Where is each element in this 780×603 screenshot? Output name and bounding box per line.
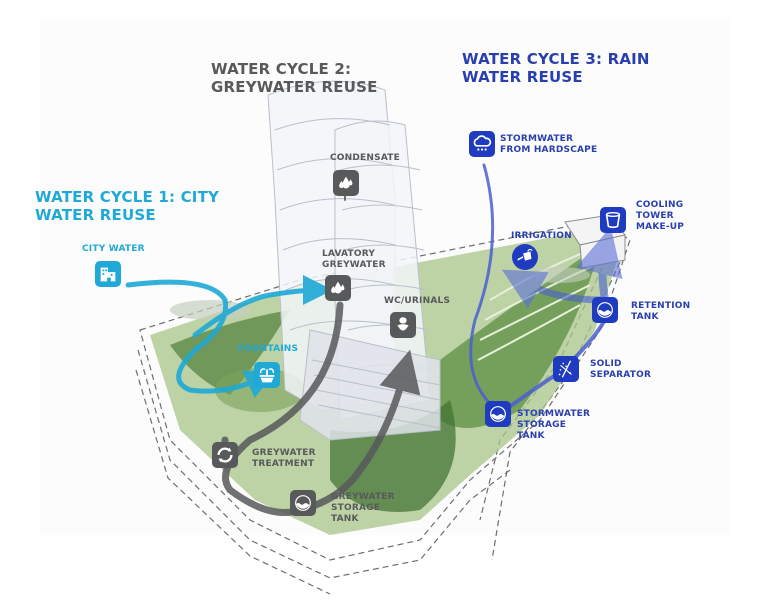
cycle2-title-line2: GREYWATER REUSE — [211, 78, 378, 96]
rain-cloud-icon — [473, 135, 492, 151]
tank-icon — [597, 302, 613, 318]
cooling-tower-label-line1: COOLING — [636, 200, 684, 210]
stormwater-storage-tank-label: STORMWATER STORAGE TANK — [517, 409, 590, 442]
stormwater-storage-tank-node — [485, 401, 511, 427]
stormwater-hardscape-node — [469, 131, 495, 157]
tank-icon — [295, 495, 311, 511]
cooling-tower-label-line2: TOWER — [636, 211, 674, 221]
greywater-treatment-node — [212, 442, 238, 468]
stormwater-hardscape-label-line1: STORMWATER — [500, 134, 574, 144]
stormwater-hardscape-label: STORMWATER FROM HARDSCAPE — [500, 134, 597, 156]
solid-separator-label-line1: SOLID — [590, 359, 622, 369]
solid-separator-node — [553, 356, 579, 382]
watering-can-icon — [517, 248, 533, 261]
stormwater-storage-tank-label-line2: STORAGE — [517, 420, 567, 430]
solid-separator-label-line2: SEPARATOR — [590, 370, 652, 380]
retention-tank-label-line1: RETENTION — [631, 301, 691, 311]
tower — [267, 80, 441, 441]
irrigation-label: IRRIGATION — [511, 231, 572, 241]
city-water-label: CITY WATER — [82, 244, 145, 254]
bucket-icon — [605, 211, 621, 229]
greywater-storage-tank-label-line2: STORAGE — [331, 503, 381, 513]
cycle1-title-line1: WATER CYCLE 1: CITY — [35, 188, 220, 206]
irrigation-node — [512, 244, 538, 270]
cooling-tower-node — [600, 207, 626, 233]
cycle1-title: WATER CYCLE 1: CITY WATER REUSE — [35, 188, 219, 224]
lavatory-greywater-label-line1: LAVATORY — [322, 249, 376, 259]
condensate-label: CONDENSATE — [330, 153, 400, 163]
fountains-label: FOUNTAINS — [238, 344, 299, 354]
wc-urinals-label: WC/URINALS — [384, 296, 451, 306]
cycle2-title-line1: WATER CYCLE 2: — [211, 60, 352, 78]
stormwater-storage-tank-label-line1: STORMWATER — [517, 409, 591, 419]
greywater-storage-tank-label: GREYWATER STORAGE TANK — [331, 492, 395, 525]
city-water-node — [95, 261, 121, 287]
greywater-treatment-label-line2: TREATMENT — [252, 459, 315, 469]
greywater-treatment-label-line1: GREYWATER — [252, 448, 316, 458]
retention-tank-label-line2: TANK — [631, 312, 659, 322]
water-drops-icon — [339, 176, 353, 189]
retention-tank-node — [592, 297, 618, 323]
toilet-icon — [397, 317, 409, 331]
wc-urinals-node — [390, 312, 416, 338]
water-drops-icon — [331, 281, 345, 294]
cycle1-title-line2: WATER REUSE — [35, 206, 156, 224]
cooling-tower-label-line3: MAKE-UP — [636, 222, 685, 232]
tank-icon — [490, 406, 506, 422]
lavatory-greywater-label: LAVATORY GREYWATER — [322, 249, 386, 271]
cycle2-title: WATER CYCLE 2: GREYWATER REUSE — [211, 60, 378, 96]
fountains-node — [254, 362, 280, 388]
retention-tank-label: RETENTION TANK — [631, 301, 690, 323]
cooling-tower-label: COOLING TOWER MAKE-UP — [636, 200, 684, 233]
lavatory-greywater-node — [325, 275, 351, 301]
cycle1-flow — [125, 275, 333, 398]
greywater-storage-tank-node — [290, 490, 316, 516]
greywater-storage-tank-label-line3: TANK — [331, 514, 359, 524]
lavatory-greywater-label-line2: GREYWATER — [322, 260, 386, 270]
building-icon — [100, 267, 116, 282]
stormwater-hardscape-label-line2: FROM HARDSCAPE — [500, 145, 598, 155]
condensate-node — [333, 170, 359, 196]
separator-icon — [558, 360, 572, 378]
greywater-treatment-label: GREYWATER TREATMENT — [252, 448, 316, 470]
recycle-icon — [217, 447, 233, 463]
cycle3-title: WATER CYCLE 3: RAIN WATER REUSE — [462, 50, 650, 86]
greywater-storage-tank-label-line1: GREYWATER — [331, 492, 395, 502]
cycle3-title-line1: WATER CYCLE 3: RAIN — [462, 50, 650, 68]
stormwater-storage-tank-label-line3: TANK — [517, 431, 545, 441]
cycle3-title-line2: WATER REUSE — [462, 68, 583, 86]
solid-separator-label: SOLID SEPARATOR — [590, 359, 651, 381]
fountain-icon — [259, 368, 275, 383]
